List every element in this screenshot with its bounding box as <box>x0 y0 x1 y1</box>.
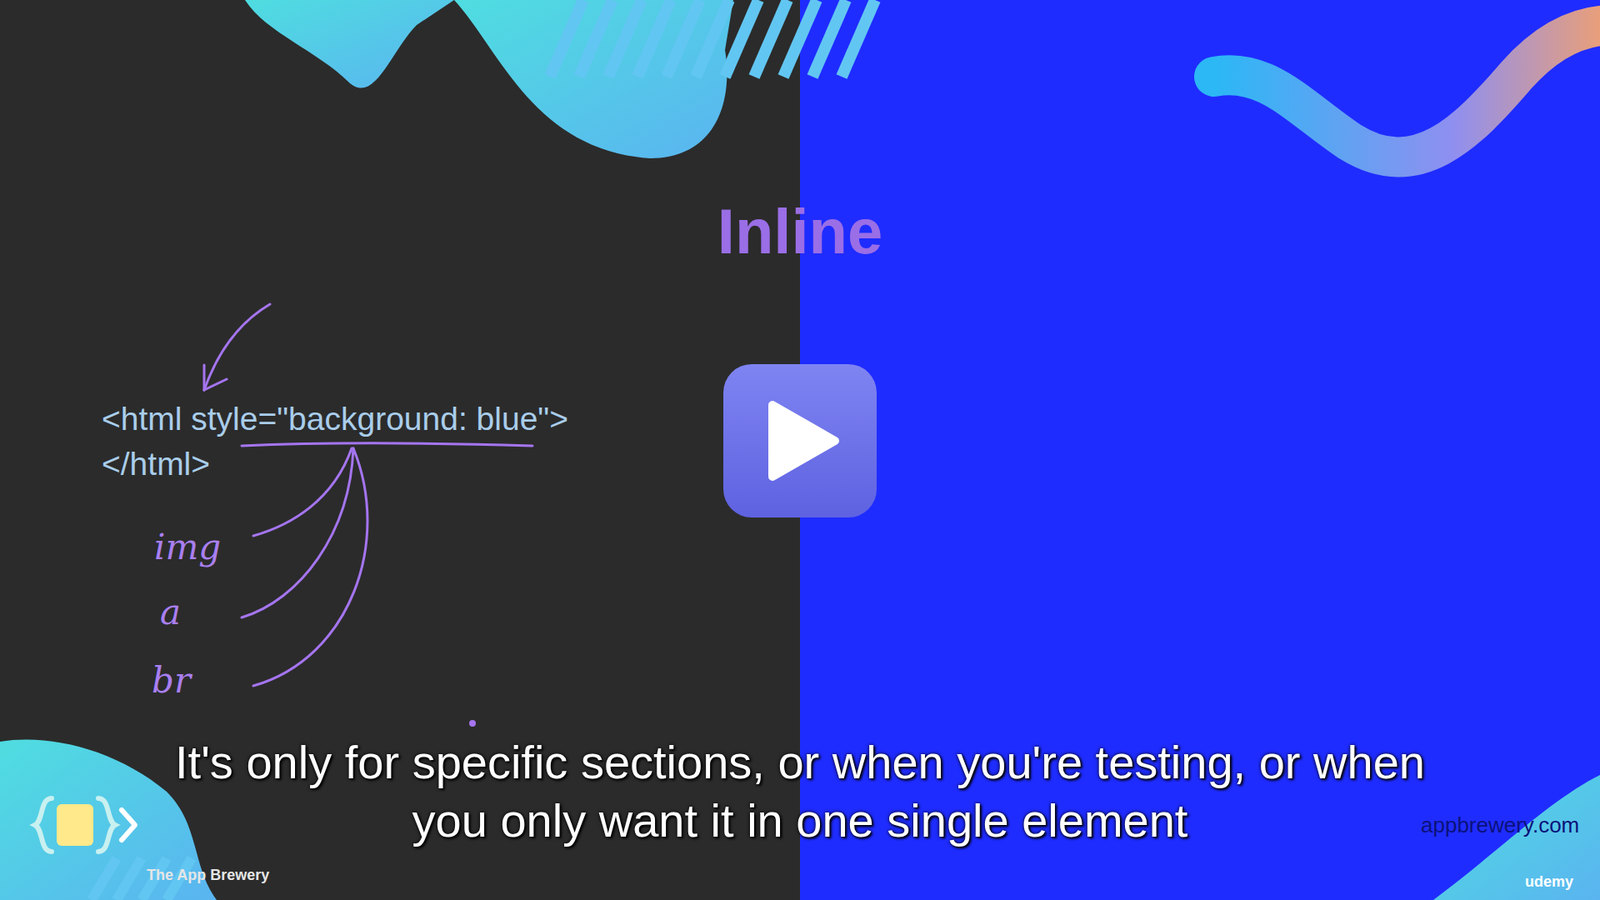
top-blob <box>245 0 875 159</box>
ink-dot <box>469 720 476 727</box>
slide-title: Inline <box>633 193 967 270</box>
logo-icon <box>35 798 135 852</box>
handwritten-note: a <box>160 591 181 634</box>
wave-ribbon <box>1214 25 1600 157</box>
code-line: <html style="background: blue"> <box>101 400 569 440</box>
handwritten-note: img <box>154 526 221 569</box>
brand-logo: udemy <box>1525 873 1574 892</box>
logo-text: The App Brewery <box>146 866 270 885</box>
watermark: appbrewery.com <box>1420 812 1580 839</box>
play-button <box>723 364 877 518</box>
code-line: </html> <box>101 445 210 485</box>
handwritten-note: br <box>151 660 191 702</box>
handwritten-annotation <box>204 304 533 686</box>
subtitle: It's only for specific sections, or when… <box>133 733 1467 850</box>
